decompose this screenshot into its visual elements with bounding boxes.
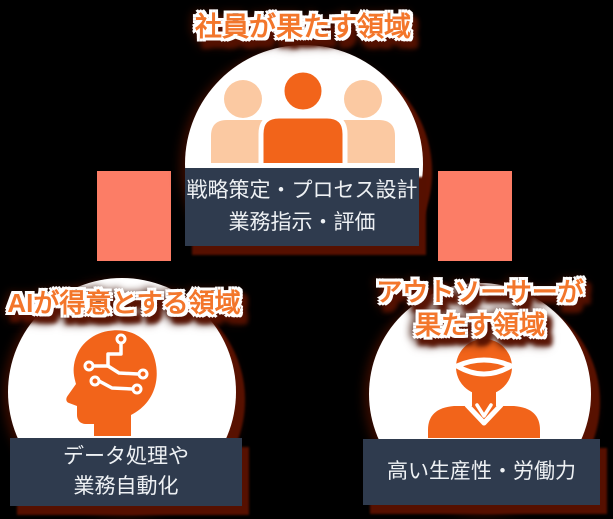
connector-left bbox=[97, 171, 171, 261]
connector-right bbox=[438, 171, 512, 261]
worker-icon bbox=[428, 339, 540, 438]
outsourcer-task-box: 高い生産性・労働力 bbox=[363, 439, 600, 505]
employee-task-line1: 戦略策定・プロセス設計 bbox=[186, 179, 418, 202]
team-icon bbox=[211, 68, 395, 163]
outsourcer-task-line1: 高い生産性・労働力 bbox=[387, 460, 576, 483]
ai-area-label: AIが得意とする領域 bbox=[7, 288, 241, 318]
outsourcer-area-label-line2: 果たす領域 bbox=[414, 310, 545, 340]
outsourcer-area-label: アウトソーサーが 果たす領域 bbox=[355, 276, 605, 342]
ai-task-box: データ処理や 業務自動化 bbox=[10, 438, 242, 506]
employee-task-box: 戦略策定・プロセス設計 業務指示・評価 bbox=[185, 168, 419, 246]
employee-area-label: 社員が果たす領域 bbox=[195, 12, 411, 42]
ai-task-line2: 業務自動化 bbox=[73, 475, 179, 498]
outsourcer-area-label-line1: アウトソーサーが bbox=[376, 277, 584, 307]
ai-brain-icon bbox=[66, 330, 157, 436]
employee-task-line2: 業務指示・評価 bbox=[228, 211, 376, 234]
ai-task-line1: データ処理や bbox=[63, 445, 189, 468]
